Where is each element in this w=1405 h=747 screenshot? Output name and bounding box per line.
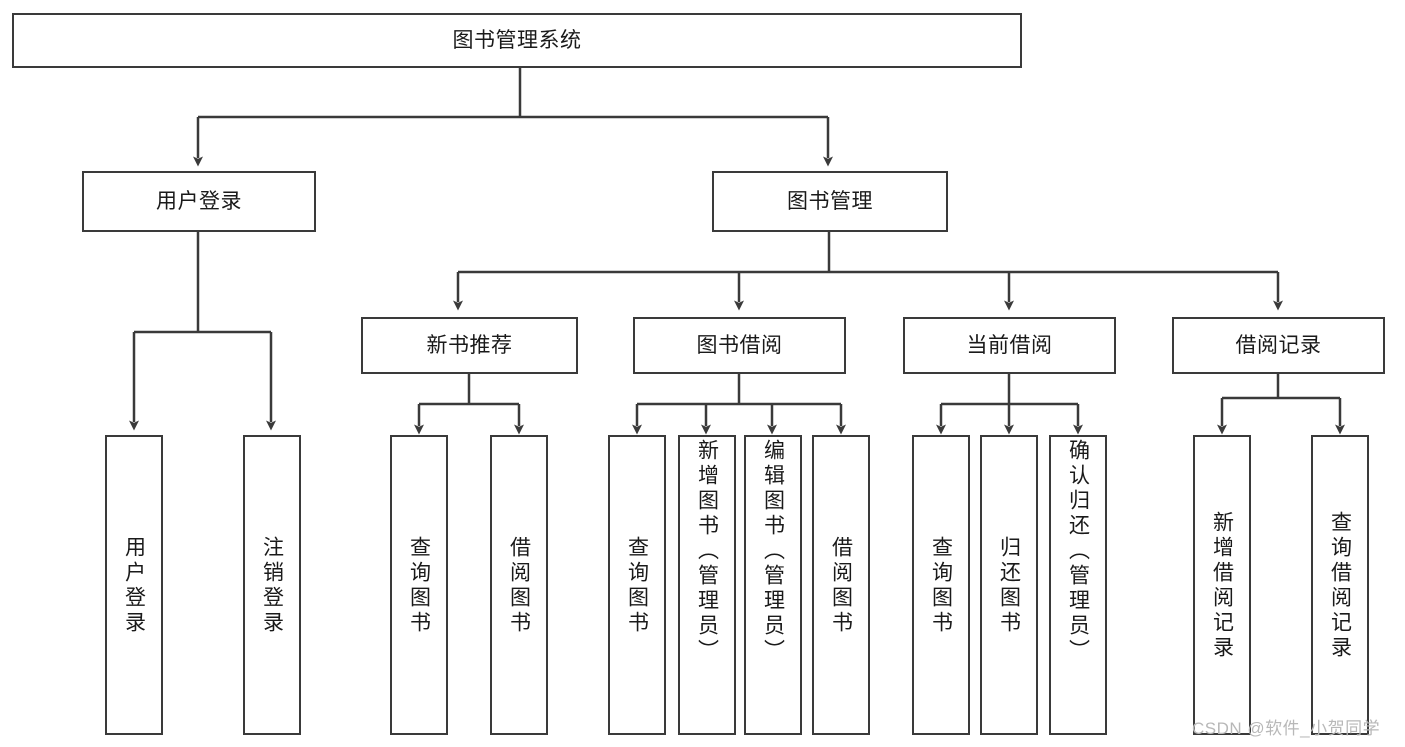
node-label: 查询图书 <box>929 536 953 636</box>
node-book-management-system[interactable]: 图书管理系统 <box>12 13 1022 68</box>
node-label: 图书管理系统 <box>452 28 582 52</box>
node-label: 图书借阅 <box>696 333 783 357</box>
leaf-logout-login[interactable]: 注销登录 <box>243 435 301 735</box>
node-label: 查询借阅记录 <box>1328 511 1352 661</box>
leaf-confirm-return-admin[interactable]: 确认归还（管理员） <box>1049 435 1107 735</box>
node-label: 借阅记录 <box>1235 333 1322 357</box>
node-label: 图书管理 <box>787 189 873 213</box>
leaf-return-book[interactable]: 归还图书 <box>980 435 1038 735</box>
node-label: 归还图书 <box>997 536 1021 636</box>
node-label: 新增图书（管理员） <box>695 439 719 664</box>
node-borrowing-record[interactable]: 借阅记录 <box>1172 317 1385 374</box>
node-label: 借阅图书 <box>829 536 853 636</box>
leaf-query-borrowing-record[interactable]: 查询借阅记录 <box>1311 435 1369 735</box>
leaf-query-book-current[interactable]: 查询图书 <box>912 435 970 735</box>
node-label: 用户登录 <box>156 189 242 213</box>
node-label: 编辑图书（管理员） <box>761 439 785 664</box>
node-label: 用户登录 <box>122 536 146 636</box>
leaf-borrow-book-borrowing[interactable]: 借阅图书 <box>812 435 870 735</box>
csdn-watermark: CSDN @软件_小贺同学 <box>1192 719 1381 738</box>
node-book-borrowing[interactable]: 图书借阅 <box>633 317 846 374</box>
node-book-management[interactable]: 图书管理 <box>712 171 948 232</box>
node-current-borrowing[interactable]: 当前借阅 <box>903 317 1116 374</box>
node-label: 确认归还（管理员） <box>1066 439 1090 664</box>
leaf-borrow-book-recommendation[interactable]: 借阅图书 <box>490 435 548 735</box>
leaf-query-book-borrowing[interactable]: 查询图书 <box>608 435 666 735</box>
leaf-add-borrowing-record[interactable]: 新增借阅记录 <box>1193 435 1251 735</box>
node-label: 注销登录 <box>260 536 284 636</box>
node-label: 当前借阅 <box>966 333 1053 357</box>
leaf-user-login[interactable]: 用户登录 <box>105 435 163 735</box>
node-label: 新书推荐 <box>426 333 513 357</box>
leaf-query-book-recommendation[interactable]: 查询图书 <box>390 435 448 735</box>
node-user-login[interactable]: 用户登录 <box>82 171 316 232</box>
leaf-edit-book-admin[interactable]: 编辑图书（管理员） <box>744 435 802 735</box>
node-label: 新增借阅记录 <box>1210 511 1234 661</box>
node-label: 查询图书 <box>407 536 431 636</box>
node-label: 借阅图书 <box>507 536 531 636</box>
leaf-add-book-admin[interactable]: 新增图书（管理员） <box>678 435 736 735</box>
node-label: 查询图书 <box>625 536 649 636</box>
node-new-book-recommendation[interactable]: 新书推荐 <box>361 317 578 374</box>
